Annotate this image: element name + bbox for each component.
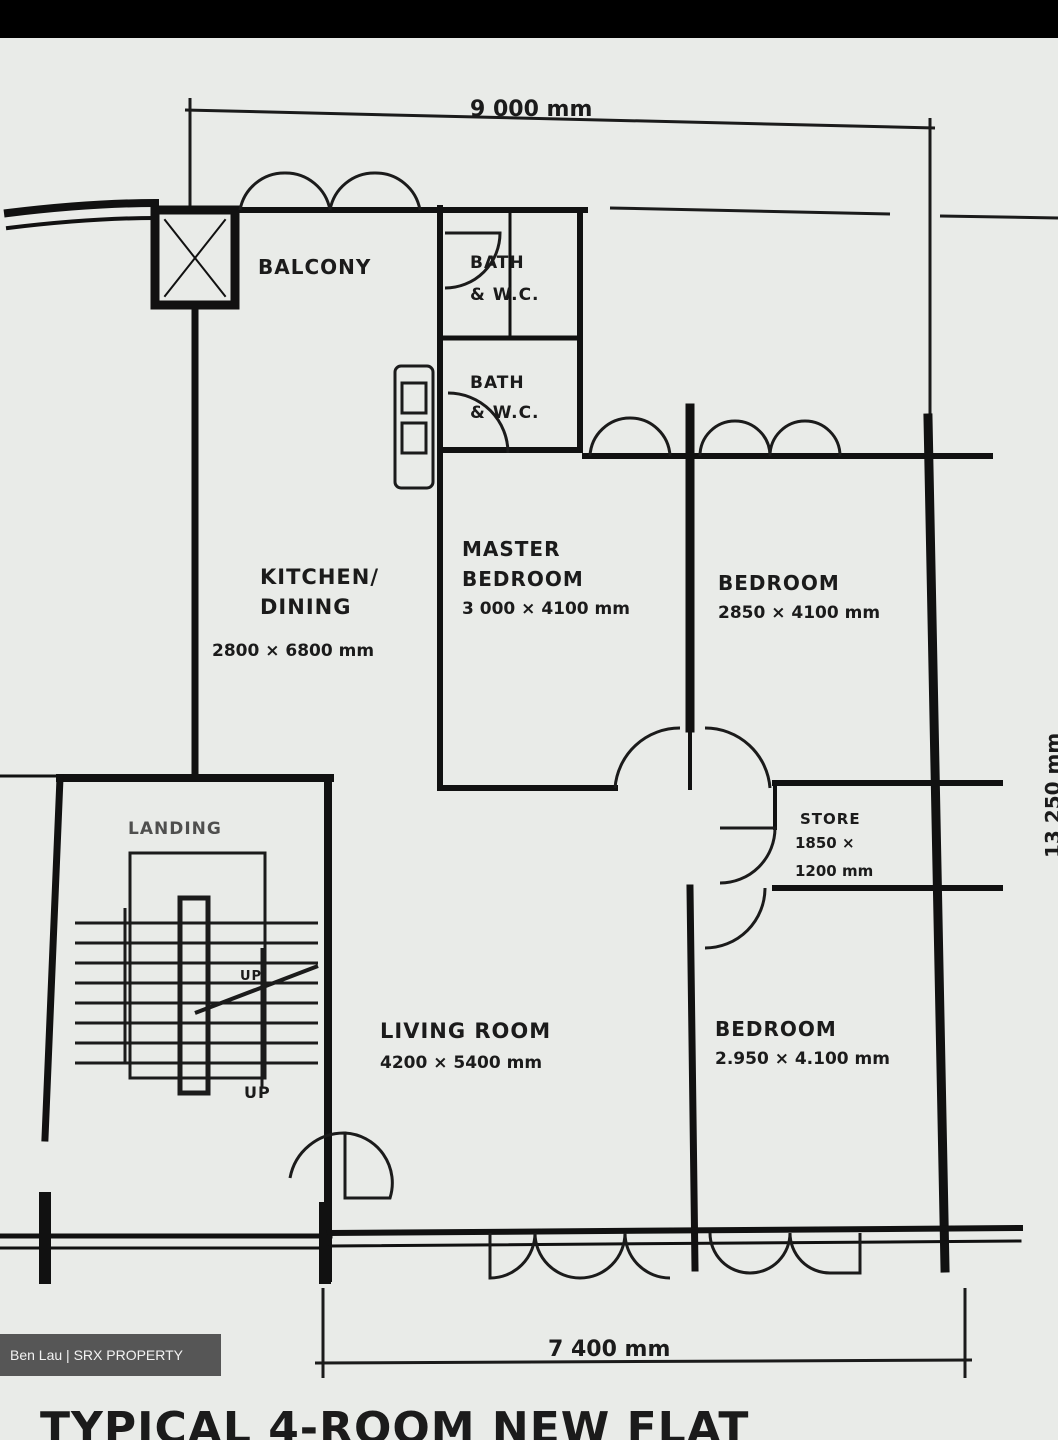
- bedroom-b-size: 2.950 × 4.100 mm: [715, 1049, 890, 1069]
- master-bedroom-label: BEDROOM: [462, 567, 584, 591]
- store-size-2: 1200 mm: [795, 862, 873, 880]
- watermark-badge: Ben Lau | SRX PROPERTY: [0, 1334, 221, 1376]
- labels: 9 000 mm 7 400 mm 13 250 mm BALCONY BATH…: [40, 97, 1058, 1440]
- master-size: 3 000 × 4100 mm: [462, 599, 630, 619]
- bottom-dimension-line: [314, 1358, 973, 1365]
- top-dimension-label: 9 000 mm: [470, 97, 592, 122]
- right-dimension-label: 13 250 mm: [1041, 733, 1058, 858]
- store-size-1: 1850 ×: [795, 834, 855, 852]
- stair-up-label-2: UP: [244, 1083, 271, 1102]
- master-label: MASTER: [462, 537, 561, 561]
- bath-bottom-label: BATH: [470, 373, 525, 393]
- kitchen-size: 2800 × 6800 mm: [212, 641, 374, 661]
- dining-label: DINING: [260, 595, 351, 619]
- bath-top-wc-label: & W.C.: [470, 285, 540, 305]
- stair-up-label-1: UP: [240, 969, 262, 984]
- bedroom-b-label: BEDROOM: [715, 1017, 837, 1041]
- bottom-dimension-label: 7 400 mm: [548, 1337, 670, 1362]
- floor-plan: 9 000 mm 7 400 mm 13 250 mm BALCONY BATH…: [0, 97, 1058, 1440]
- staircase: [75, 851, 319, 1096]
- walls: [0, 198, 1024, 1284]
- floor-plan-sheet: 9 000 mm 7 400 mm 13 250 mm BALCONY BATH…: [0, 38, 1058, 1440]
- bedroom-a-size: 2850 × 4100 mm: [718, 603, 880, 623]
- kitchen-label: KITCHEN/: [260, 565, 379, 589]
- bedroom-a-label: BEDROOM: [718, 571, 840, 595]
- balcony-label: BALCONY: [258, 255, 371, 279]
- plan-title: TYPICAL 4-ROOM NEW FLAT: [40, 1403, 749, 1440]
- top-black-bar: [0, 0, 1058, 38]
- living-room-size: 4200 × 5400 mm: [380, 1053, 542, 1073]
- upper-outline-dash: [609, 206, 891, 216]
- landing-label: LANDING: [128, 819, 222, 839]
- top-dimension-line: [184, 108, 936, 130]
- bath-bottom-wc-label: & W.C.: [470, 403, 540, 423]
- store-label: STORE: [800, 810, 861, 828]
- living-room-label: LIVING ROOM: [380, 1019, 551, 1043]
- kitchen-sink: [393, 364, 435, 490]
- bath-top-label: BATH: [470, 253, 525, 273]
- door-swings: [238, 171, 862, 1280]
- dimension-lines: [184, 98, 1058, 1378]
